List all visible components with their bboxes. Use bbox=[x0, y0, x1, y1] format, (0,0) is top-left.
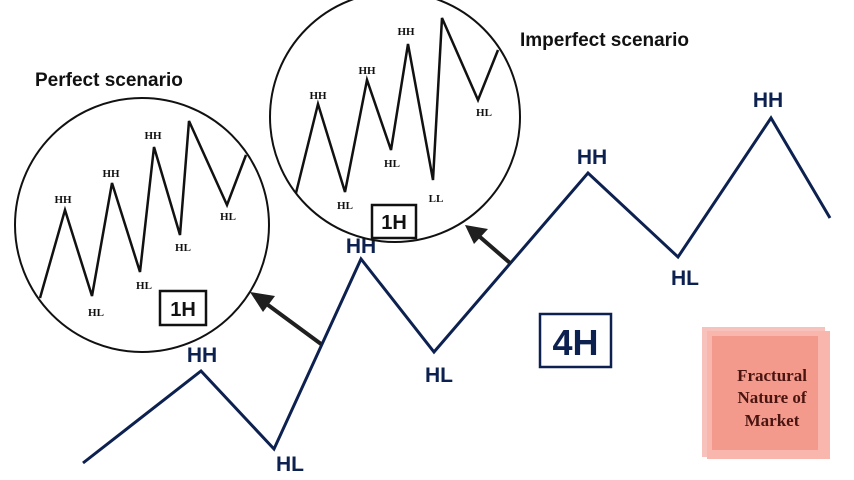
imperfect-pivot-label: HH bbox=[309, 90, 327, 102]
zoom-arrow-imperfect bbox=[465, 225, 512, 265]
imperfect-pivot-label: LL bbox=[429, 193, 444, 205]
perfect-pivot-label: HL bbox=[88, 307, 104, 319]
main-pivot-label: HL bbox=[671, 267, 699, 290]
perfect-timeframe-box bbox=[158, 289, 208, 327]
perfect-pivot-label: HL bbox=[136, 280, 152, 292]
note-line: Market bbox=[745, 411, 800, 430]
perfect-scenario-title: Perfect scenario bbox=[35, 70, 183, 91]
perfect-1h-price-line bbox=[38, 120, 248, 299]
imperfect-timeframe-label: 1H bbox=[381, 212, 407, 234]
main-pivot-label: HH bbox=[346, 235, 376, 258]
imperfect-1h-price-line bbox=[294, 17, 500, 194]
imperfect-scenario-title: Imperfect scenario bbox=[520, 30, 689, 51]
imperfect-scenario-zoom: HH HL HH HL HH LL HL 1H bbox=[269, 0, 521, 243]
zoom-arrow-perfect bbox=[250, 292, 323, 346]
imperfect-pivot-label: HL bbox=[384, 158, 400, 170]
main-timeframe-box bbox=[538, 312, 613, 369]
imperfect-pivot-label: HH bbox=[397, 26, 415, 38]
perfect-pivot-label: HL bbox=[220, 211, 236, 223]
main-pivot-label: HL bbox=[425, 364, 453, 387]
perfect-pivot-label: HH bbox=[54, 194, 72, 206]
fractal-note-card: Fractural Nature of Market bbox=[702, 327, 830, 459]
main-pivot-label: HL bbox=[276, 453, 304, 476]
perfect-scenario-zoom: HH HL HH HL HH HL HL 1H bbox=[14, 97, 270, 353]
main-timeframe-label: 4H bbox=[552, 322, 598, 363]
main-pivot-label: HH bbox=[577, 146, 607, 169]
note-line: Nature of bbox=[737, 388, 806, 407]
main-pivot-label: HH bbox=[187, 344, 217, 367]
note-card-front bbox=[712, 336, 818, 450]
main-pivot-label: HH bbox=[753, 89, 783, 112]
imperfect-pivot-label: HL bbox=[476, 107, 492, 119]
perfect-pivot-label: HL bbox=[175, 242, 191, 254]
note-line: Fractural bbox=[737, 366, 807, 385]
perfect-zoom-circle bbox=[14, 97, 270, 353]
perfect-pivot-label: HH bbox=[102, 168, 120, 180]
main-4h-price-line bbox=[82, 115, 832, 465]
imperfect-timeframe-box bbox=[370, 203, 418, 240]
imperfect-pivot-label: HL bbox=[337, 200, 353, 212]
perfect-pivot-label: HH bbox=[144, 130, 162, 142]
perfect-timeframe-label: 1H bbox=[170, 299, 196, 321]
imperfect-pivot-label: HH bbox=[358, 65, 376, 77]
